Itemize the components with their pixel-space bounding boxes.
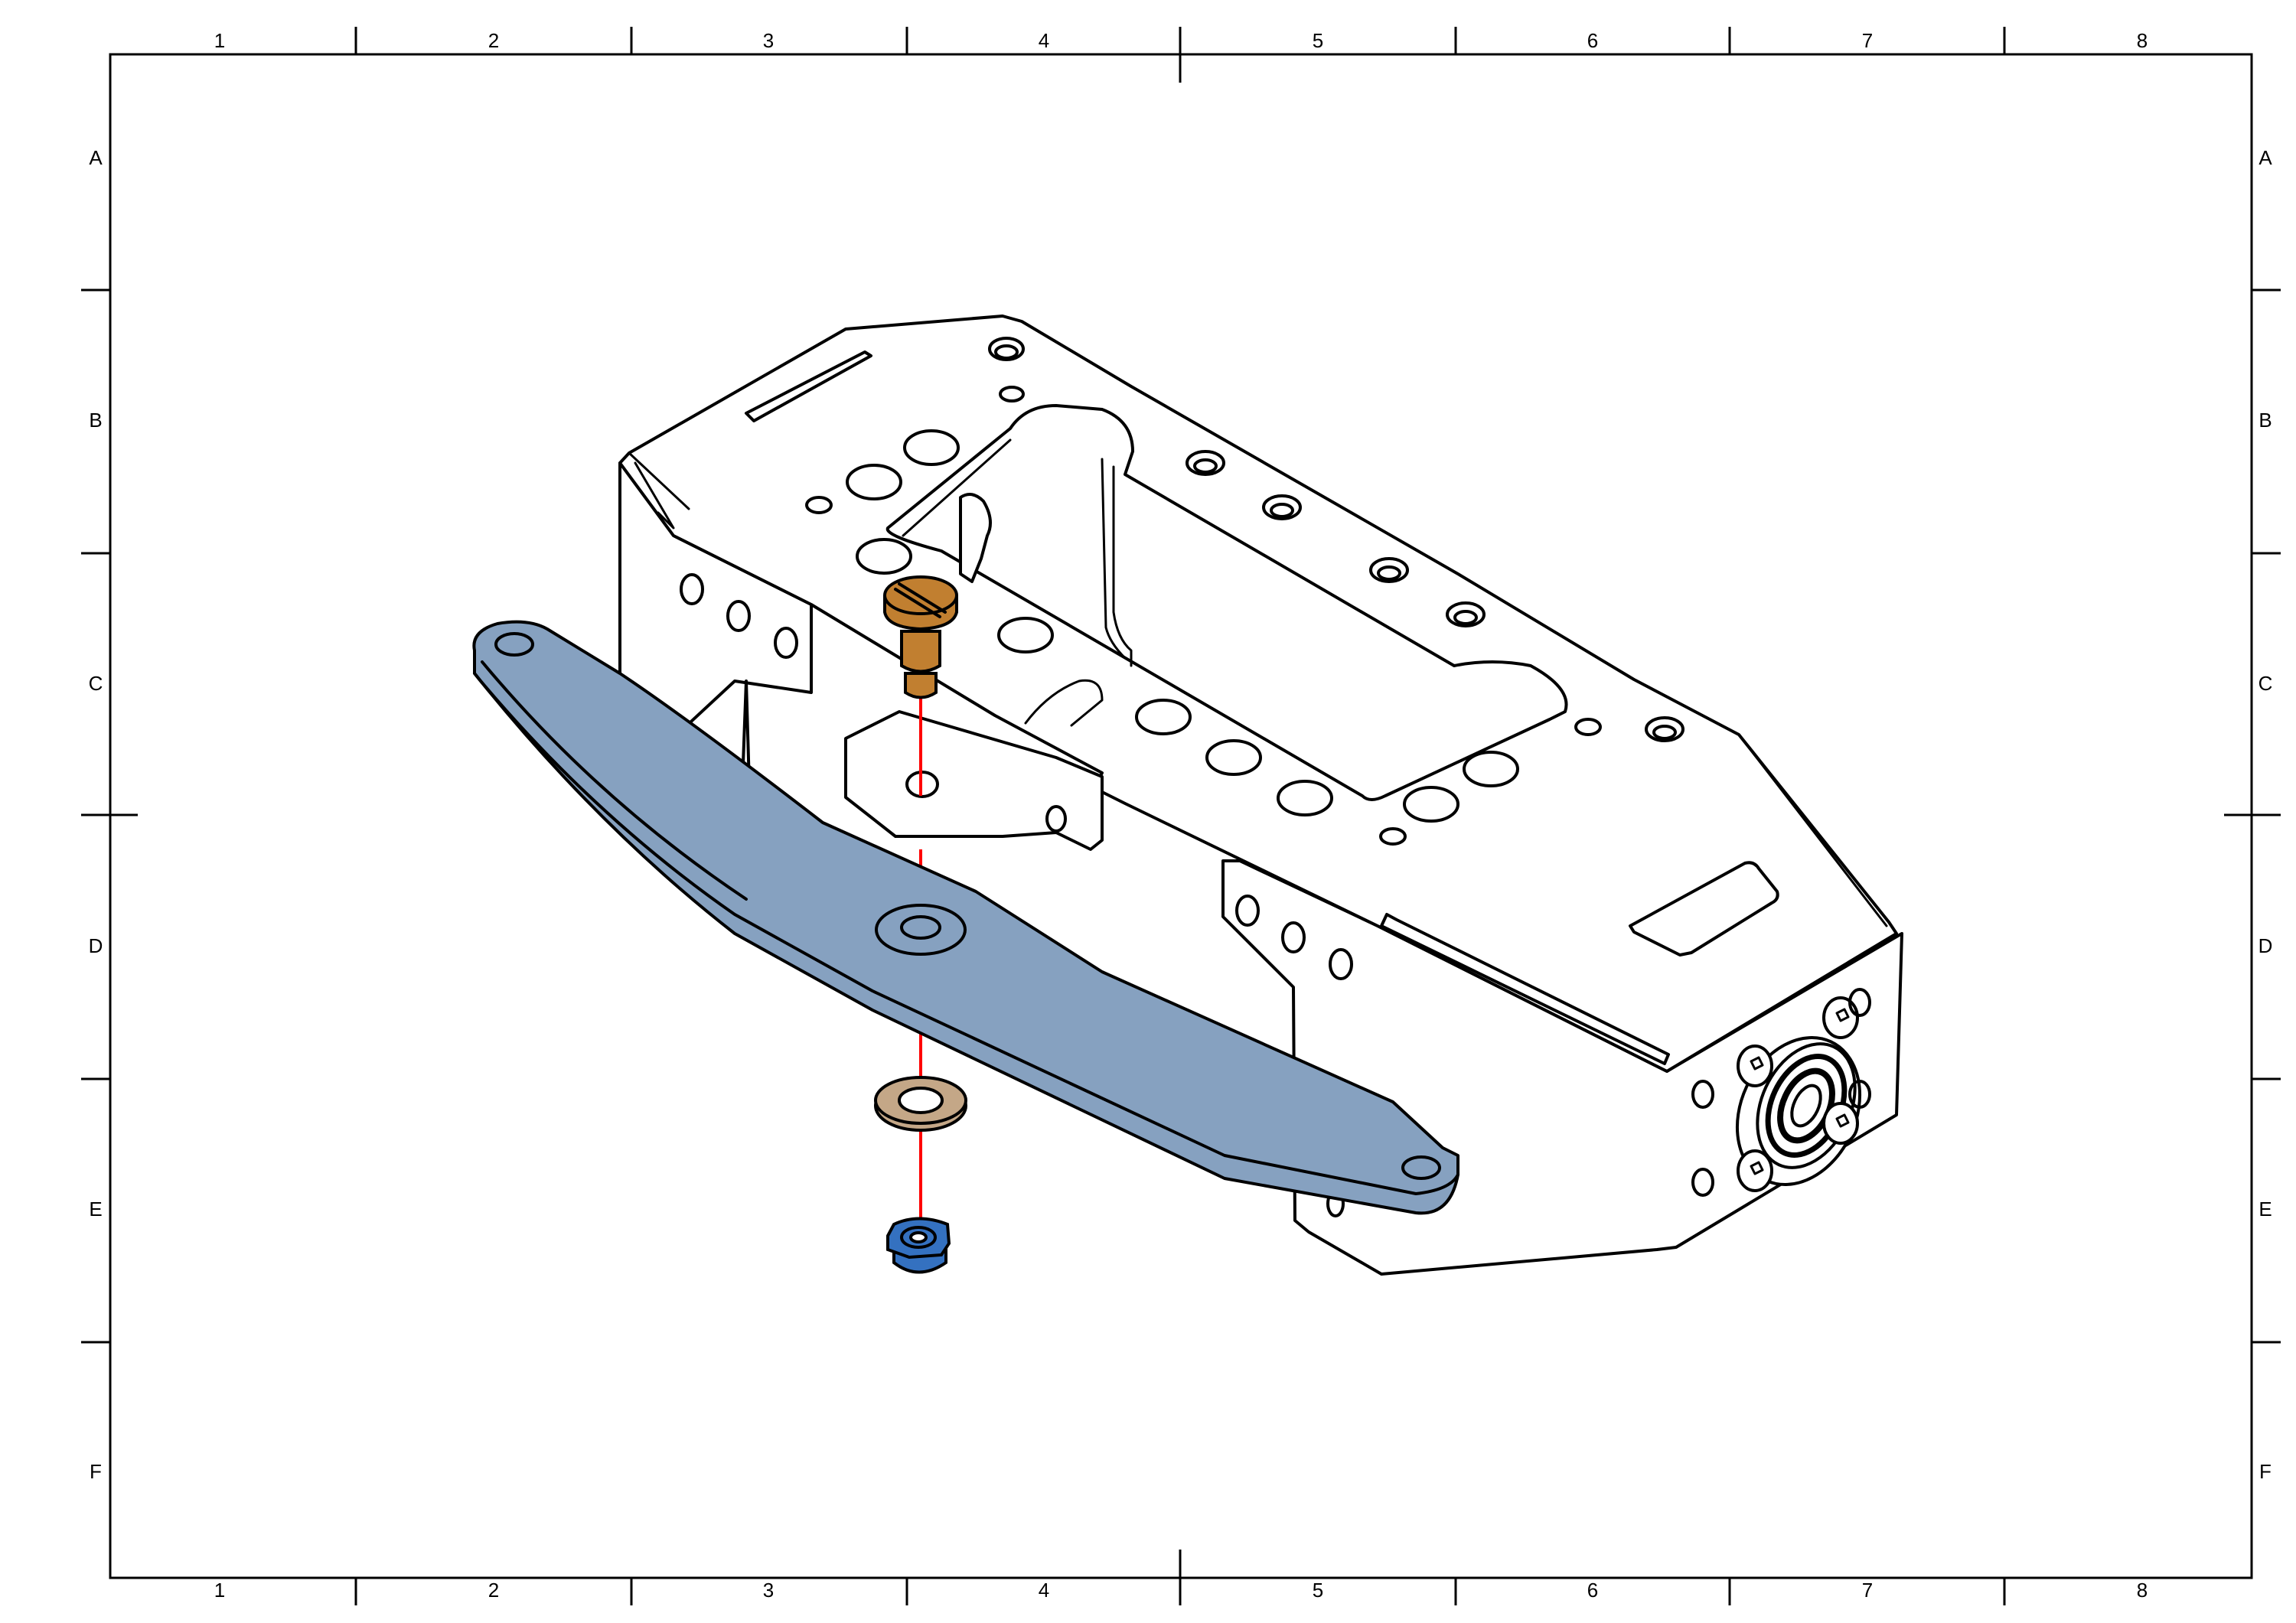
zone-col-4-bottom: 4 (1039, 1579, 1049, 1602)
bottom-column-ticks (354, 1550, 2006, 1605)
zone-row-e-right: E (2258, 1198, 2272, 1221)
zone-row-c-left: C (89, 672, 103, 695)
zone-col-1-bottom: 1 (214, 1579, 225, 1602)
washer (874, 1076, 967, 1132)
zone-col-8-top: 8 (2137, 29, 2148, 52)
zone-col-2-bottom: 2 (488, 1579, 499, 1602)
zone-col-6-top: 6 (1587, 29, 1598, 52)
top-column-ticks (354, 27, 2006, 83)
zone-col-4-top: 4 (1039, 29, 1049, 52)
zone-row-f-left: F (90, 1460, 102, 1483)
zone-row-e-left: E (89, 1198, 102, 1221)
zone-col-1-top: 1 (214, 29, 225, 52)
zone-col-7-bottom: 7 (1862, 1579, 1873, 1602)
swing-arm (472, 620, 1459, 1215)
hex-nut (886, 1217, 951, 1274)
zone-col-3-bottom: 3 (763, 1579, 774, 1602)
zone-col-3-top: 3 (763, 29, 774, 52)
zone-row-a-right: A (2258, 146, 2272, 169)
zone-row-f-right: F (2259, 1460, 2272, 1483)
zone-col-7-top: 7 (1862, 29, 1873, 52)
drawing-border: 1 2 3 4 5 6 7 8 1 2 3 4 5 6 7 8 A B C D … (81, 27, 2281, 1605)
zone-row-d-right: D (2258, 934, 2273, 957)
flange-bearing (1691, 988, 1871, 1197)
left-row-ticks (81, 288, 138, 1344)
chassis-frame (618, 314, 1903, 1276)
zone-row-c-right: C (2258, 672, 2273, 695)
zone-row-d-left: D (89, 934, 103, 957)
right-row-ticks (2224, 288, 2281, 1344)
zone-row-a-left: A (89, 146, 103, 169)
zone-row-b-right: B (2258, 409, 2272, 432)
shoulder-screw (883, 575, 958, 699)
zone-col-8-bottom: 8 (2137, 1579, 2148, 1602)
zone-col-5-bottom: 5 (1313, 1579, 1323, 1602)
zone-row-b-left: B (89, 409, 102, 432)
zone-col-5-top: 5 (1313, 29, 1323, 52)
zone-col-2-top: 2 (488, 29, 499, 52)
zone-col-6-bottom: 6 (1587, 1579, 1598, 1602)
